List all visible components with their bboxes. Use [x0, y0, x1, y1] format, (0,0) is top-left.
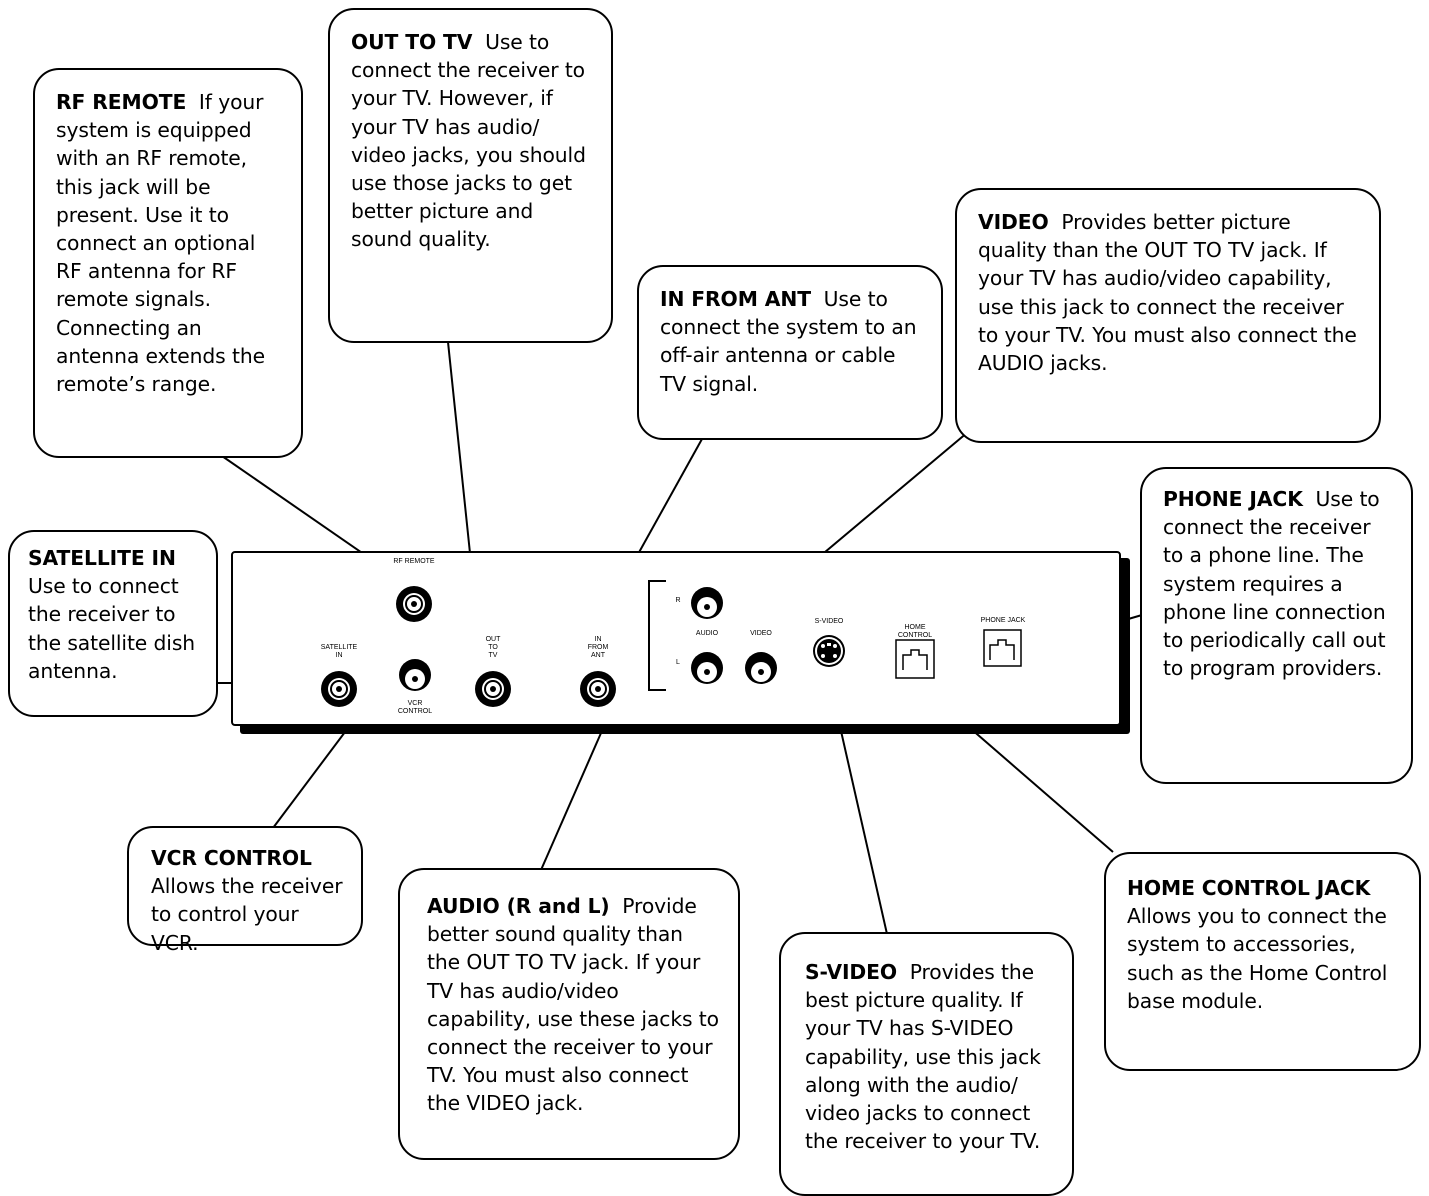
callout-text: Provides better picture quality than the… — [978, 210, 1357, 376]
callout-s-video: S-VIDEO Provides the best picture qualit… — [779, 932, 1074, 1196]
satellite-in-connector-icon — [321, 671, 357, 707]
panel-label-vcr-control: VCR CONTROL — [397, 700, 433, 715]
callout-vcr-control: VCR CONTROL Allows the receiver to contr… — [127, 826, 363, 955]
panel-label-s-video: S-VIDEO — [814, 618, 844, 625]
rf-remote-connector-icon — [396, 586, 432, 622]
panel-label-in-from-ant: IN FROM ANT — [587, 636, 609, 659]
callout-title: S-VIDEO — [805, 960, 898, 984]
vcr-control-connector-icon — [399, 659, 431, 691]
callout-title: PHONE JACK — [1163, 487, 1303, 511]
callout-title: SATELLITE IN — [28, 546, 176, 570]
callout-phone-jack: PHONE JACK Use to connect the receiver t… — [1140, 467, 1413, 784]
panel-label-satellite-in: SATELLITE IN — [320, 644, 358, 659]
audio-r-connector-icon — [691, 587, 723, 619]
in-from-ant-connector-icon — [580, 671, 616, 707]
out-to-tv-connector-icon — [475, 671, 511, 707]
receiver-back-panel — [231, 551, 1121, 726]
panel-label-audio-l: L — [676, 659, 680, 666]
callout-rf-remote: RF REMOTE If your system is equipped wit… — [33, 68, 303, 458]
callout-title: VIDEO — [978, 210, 1049, 234]
callout-title: AUDIO (R and L) — [427, 894, 610, 918]
callout-text: Use to connect the receiver to the satel… — [28, 574, 196, 683]
audio-l-connector-icon — [691, 652, 723, 684]
panel-label-home-control: HOME CONTROL — [897, 624, 933, 639]
s-video-connector-icon — [813, 635, 845, 667]
audio-bracket — [648, 580, 666, 691]
callout-title: RF REMOTE — [56, 90, 187, 114]
callout-text: Use to connect the receiver to your TV. … — [351, 30, 586, 252]
callout-satellite-in: SATELLITE IN Use to connect the receiver… — [8, 530, 218, 717]
callout-in-from-ant: IN FROM ANT Use to connect the system to… — [637, 265, 943, 440]
callout-audio: AUDIO (R and L) Provide better sound qua… — [398, 868, 740, 1160]
panel-label-phone-jack: PHONE JACK — [980, 617, 1026, 624]
callout-video: VIDEO Provides better picture quality th… — [955, 188, 1381, 443]
callout-text: Use to connect the system to an off-air … — [660, 287, 917, 396]
panel-label-video: VIDEO — [750, 630, 772, 637]
callout-text: Allows you to connect the system to acce… — [1127, 904, 1388, 1013]
callout-title: OUT TO TV — [351, 30, 473, 54]
callout-home-control: HOME CONTROL JACK Allows you to connect … — [1104, 852, 1421, 1071]
callout-title: VCR CONTROL — [151, 846, 312, 870]
callout-title: HOME CONTROL JACK — [1127, 876, 1371, 900]
panel-label-audio-r: R — [675, 597, 681, 604]
callout-text: Use to connect the receiver to a phone l… — [1163, 487, 1386, 681]
panel-label-out-to-tv: OUT TO TV — [485, 636, 501, 659]
home-control-jack-icon — [895, 639, 935, 679]
callout-text: If your system is equipped with an RF re… — [56, 90, 265, 397]
phone-jack-icon — [983, 629, 1022, 667]
panel-label-rf-remote: RF REMOTE — [393, 558, 435, 565]
callout-text: Provide better sound quality than the OU… — [427, 894, 719, 1116]
panel-label-audio: AUDIO — [695, 630, 719, 637]
callout-out-to-tv: OUT TO TV Use to connect the receiver to… — [328, 8, 613, 343]
callout-text: Provides the best picture quality. If yo… — [805, 960, 1041, 1154]
video-connector-icon — [745, 652, 777, 684]
callout-text: Allows the receiver to control your VCR. — [151, 874, 343, 955]
callout-title: IN FROM ANT — [660, 287, 811, 311]
